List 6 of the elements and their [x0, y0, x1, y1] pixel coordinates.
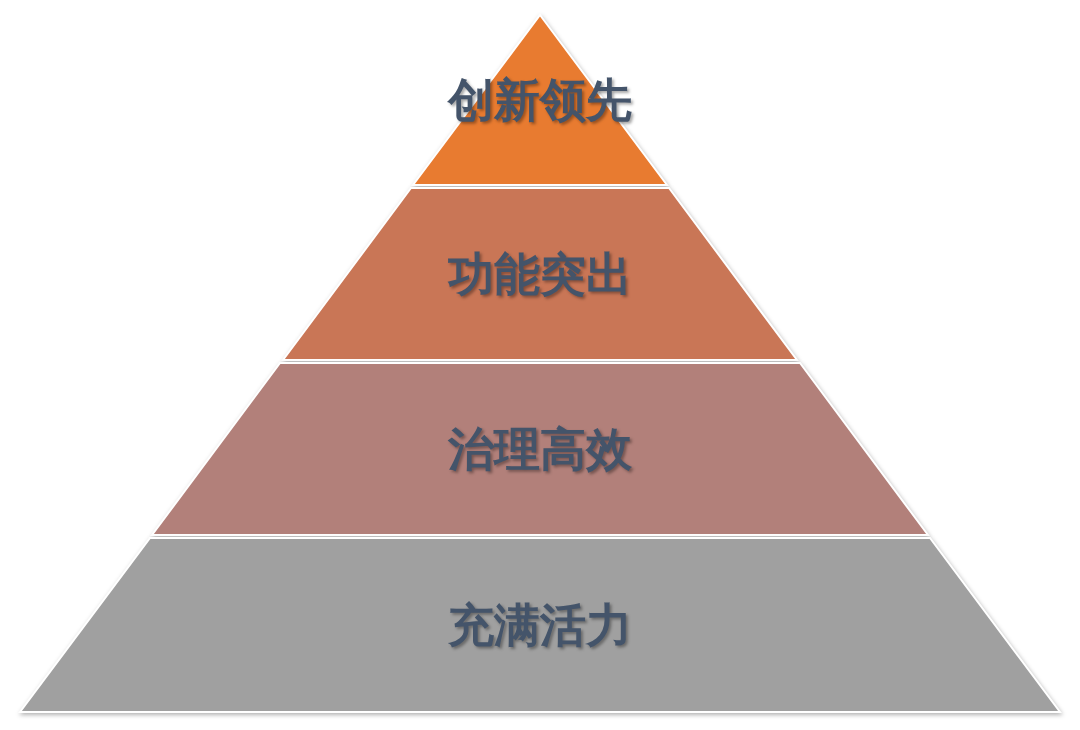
pyramid-tier — [283, 188, 797, 360]
tier-label: 充满活力 — [448, 599, 632, 651]
tier-label: 功能突出 — [448, 248, 632, 300]
pyramid-tier — [152, 363, 928, 535]
pyramid-tier — [20, 538, 1060, 712]
tier-label: 治理高效 — [448, 423, 632, 475]
